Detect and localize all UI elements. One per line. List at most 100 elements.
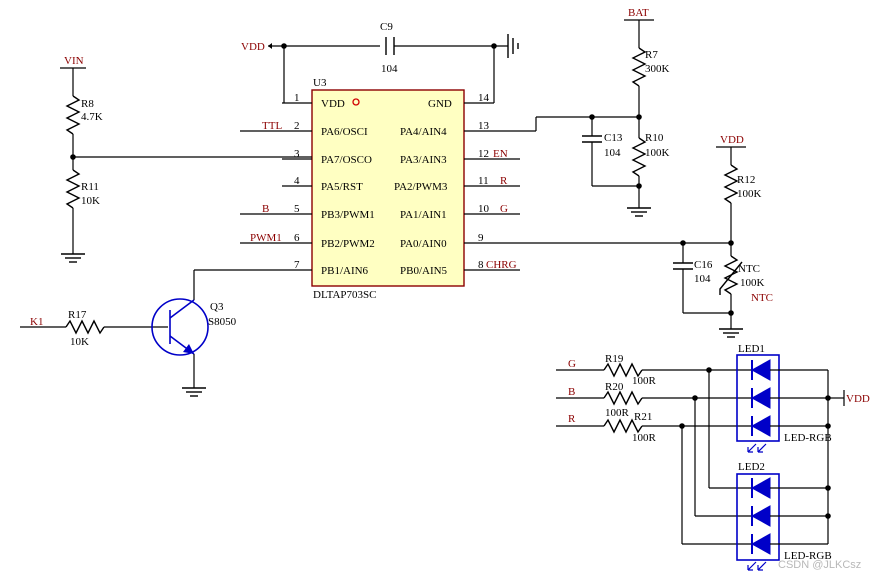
pin-num-9: 9 [478,232,484,244]
led2-body [736,473,780,561]
pin-name-pa2: PA2/PWM3 [394,181,448,193]
pin-name-pb3: PB3/PWM1 [321,209,375,221]
c9-group: VDD C9 104 [241,21,519,103]
watermark: CSDN @JLKCsz [778,559,861,571]
led1-ref: LED1 [738,343,765,355]
net-r-led: R [568,413,576,425]
vdd-label-c9: VDD [241,41,265,53]
led2-diode-g-icon [750,477,771,499]
r21-ref: R21 [634,411,652,423]
r19-ref: R19 [605,353,624,365]
led1-diode-b-icon [750,387,771,409]
ic-u3: U3 DLTAP703SC 1 2 3 4 5 6 7 VDD PA6/OSCI… [240,77,683,301]
pin-num-7: 7 [294,259,300,271]
pin-num-11: 11 [478,175,489,187]
r10-ref: R10 [645,132,664,144]
pin-name-pa5: PA5/RST [321,181,363,193]
k1-net: K1 [30,316,43,328]
net-pwm1: PWM1 [250,232,282,244]
pin-name-pb2: PB2/PWM2 [321,238,375,250]
bat-divider: BAT R7 300K C13 104 R10 100K [535,7,670,217]
pin-num-3: 3 [294,148,300,160]
q3-value: S8050 [208,316,237,328]
c9-ref: C9 [380,21,393,33]
ic-u3-ref: U3 [313,77,327,89]
c9-value: 104 [381,63,398,75]
led2-emit-icon [747,561,767,571]
pin-num-4: 4 [294,175,300,187]
pin-num-6: 6 [294,232,300,244]
led2-diode-r-icon [750,533,771,555]
r7-ref: R7 [645,49,658,61]
ntc-value: 100K [740,277,765,289]
pin-num-14: 14 [478,92,490,104]
pin-num-12: 12 [478,148,489,160]
pin-name-pa4: PA4/AIN4 [400,126,447,138]
q3-ref: Q3 [210,301,224,313]
ntc-section: VDD R12 100K C16 104 NTC 100K NTC [673,134,773,338]
pin-num-13: 13 [478,120,490,132]
pin-num-8: 8 [478,259,484,271]
pin-num-1: 1 [294,92,300,104]
pin-name-pa3: PA3/AIN3 [400,154,447,166]
net-en: EN [493,148,508,160]
r8-ref: R8 [81,98,94,110]
r11-value: 10K [81,195,100,207]
r20-ref: R20 [605,381,624,393]
net-b-led: B [568,386,575,398]
r8-value: 4.7K [81,111,103,123]
vin-label: VIN [64,55,84,67]
r21-value: 100R [632,432,657,444]
ntc-net: NTC [751,292,773,304]
c13-value: 104 [604,147,621,159]
led2-ref: LED2 [738,461,765,473]
r10-value: 100K [645,147,670,159]
net-chrg: CHRG [486,259,517,271]
pin-name-pa7: PA7/OSCO [321,154,372,166]
pin-num-5: 5 [294,203,300,215]
q3-section: K1 Q3 S8050 R17 10K [20,269,282,397]
vdd-label-r12: VDD [720,134,744,146]
pin-num-2: 2 [294,120,300,132]
r19-value: 100R [632,375,657,387]
pin-name-pb1: PB1/AIN6 [321,265,369,277]
led1-diode-g-icon [750,359,771,381]
c16-ref: C16 [694,259,713,271]
ic-u3-part: DLTAP703SC [313,289,377,301]
r17-ref: R17 [68,309,87,321]
rgb-led-section: G B R R19 100R R20 100R R21 100R [556,343,870,571]
net-g-led: G [568,358,576,370]
r12-value: 100K [737,188,762,200]
r20-value: 100R [605,407,630,419]
c16-value: 104 [694,273,711,285]
vdd-label-led: VDD [846,393,870,405]
ic-u3-body [311,89,465,287]
net-g-pin10: G [500,203,508,215]
led2-diode-b-icon [750,505,771,527]
bat-label: BAT [628,7,649,19]
net-r-pin11: R [500,175,508,187]
pin-name-vdd: VDD [321,98,345,110]
pin-name-pa1: PA1/AIN1 [400,209,447,221]
q3-transistor-icon [151,298,209,356]
net-ttl: TTL [262,120,282,132]
r11-ref: R11 [81,181,99,193]
vin-divider: VIN R8 4.7K R11 10K [60,55,312,263]
pin-name-gnd: GND [428,98,452,110]
led2-value: LED-RGB [784,550,832,562]
led1-value: LED-RGB [784,432,832,444]
led1-emit-icon [747,443,767,453]
pin-name-pa6: PA6/OSCI [321,126,368,138]
pin-num-10: 10 [478,203,490,215]
led1-diode-r-icon [750,415,771,437]
ntc-ref: NTC [738,263,760,275]
net-b-pin5: B [262,203,269,215]
pin-name-pb0: PB0/AIN5 [400,265,448,277]
pin-name-pa0: PA0/AIN0 [400,238,447,250]
r12-ref: R12 [737,174,755,186]
pin1-marker-icon [352,98,360,106]
c13-ref: C13 [604,132,623,144]
r7-value: 300K [645,63,670,75]
r17-value: 10K [70,336,89,348]
